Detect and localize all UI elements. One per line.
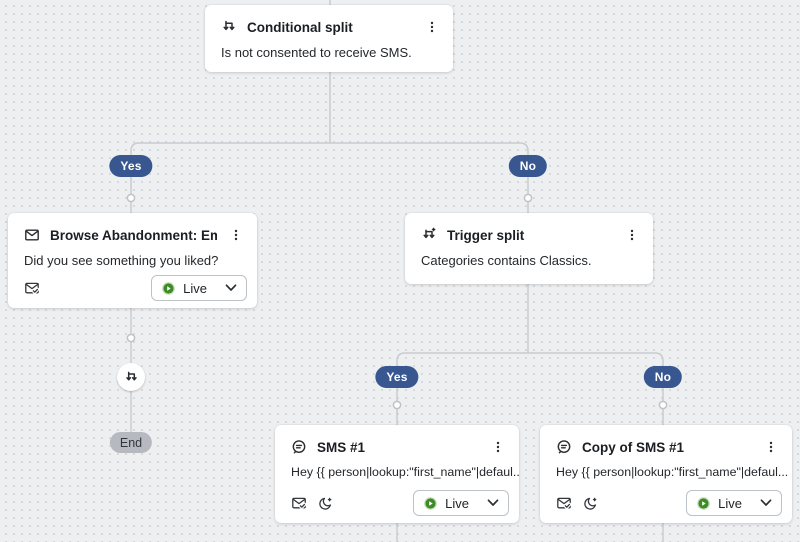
card-footer: Live xyxy=(556,490,782,516)
card-footer: Live xyxy=(24,275,247,301)
node-description: Hey {{ person|lookup:"first_name"|defaul… xyxy=(556,465,789,479)
email-check-icon xyxy=(292,497,307,509)
live-play-icon xyxy=(424,496,438,510)
trigger-split-icon xyxy=(423,227,436,239)
sms-icon xyxy=(557,440,571,454)
node-card-sms-copy[interactable]: Copy of SMS #1 Hey {{ person|lookup:"fir… xyxy=(540,425,792,523)
node-description: Categories contains Classics. xyxy=(421,253,592,268)
node-menu-button[interactable] xyxy=(227,226,245,244)
email-check-icon xyxy=(25,282,40,294)
branch-badge-yes: Yes xyxy=(109,155,153,177)
live-play-icon xyxy=(697,496,711,510)
card-header: Copy of SMS #1 xyxy=(540,425,792,456)
node-card-conditional-split[interactable]: Conditional split Is not consented to re… xyxy=(205,5,453,72)
node-title: Copy of SMS #1 xyxy=(582,439,685,455)
node-card-email[interactable]: Browse Abandonment: Email... Did you see… xyxy=(8,213,257,308)
status-label: Live xyxy=(445,495,469,511)
sms-icon xyxy=(292,440,306,454)
node-title: Trigger split xyxy=(447,227,525,243)
quiet-hours-moon-icon xyxy=(584,497,597,510)
email-icon xyxy=(25,229,39,241)
node-menu-button[interactable] xyxy=(762,438,780,456)
end-badge: End xyxy=(109,432,153,453)
status-dropdown[interactable]: Live xyxy=(151,275,247,301)
live-play-icon xyxy=(162,281,176,295)
card-footer: Live xyxy=(291,490,509,516)
status-label: Live xyxy=(718,495,742,511)
node-description: Hey {{ person|lookup:"first_name"|defaul… xyxy=(291,465,519,479)
status-label: Live xyxy=(183,280,207,296)
node-title: Conditional split xyxy=(247,19,353,35)
kebab-icon xyxy=(630,229,634,241)
card-header: Conditional split xyxy=(205,5,453,36)
email-check-icon xyxy=(557,497,572,509)
chevron-down-icon xyxy=(225,284,237,291)
card-header: SMS #1 xyxy=(275,425,519,456)
quiet-hours-moon-icon xyxy=(319,497,332,510)
node-menu-button[interactable] xyxy=(489,438,507,456)
branch-badge-no: No xyxy=(643,366,683,388)
status-dropdown[interactable]: Live xyxy=(413,490,509,516)
node-menu-button[interactable] xyxy=(623,226,641,244)
split-icon xyxy=(223,20,235,31)
node-menu-button[interactable] xyxy=(423,18,441,36)
branch-badge-no: No xyxy=(508,155,548,177)
kebab-icon xyxy=(430,21,434,33)
kebab-icon xyxy=(234,229,238,241)
status-dropdown[interactable]: Live xyxy=(686,490,782,516)
branch-badge-yes: Yes xyxy=(375,366,419,388)
node-title: Browse Abandonment: Email... xyxy=(50,227,217,243)
kebab-icon xyxy=(496,441,500,453)
chevron-down-icon xyxy=(487,499,499,506)
node-description: Is not consented to receive SMS. xyxy=(221,45,412,60)
path-split-circle-node[interactable] xyxy=(117,363,145,391)
card-header: Trigger split xyxy=(405,213,653,244)
chevron-down-icon xyxy=(760,499,772,506)
node-card-trigger-split[interactable]: Trigger split Categories contains Classi… xyxy=(405,213,653,284)
kebab-icon xyxy=(769,441,773,453)
node-title: SMS #1 xyxy=(317,439,366,455)
split-icon xyxy=(125,371,137,380)
node-description: Did you see something you liked? xyxy=(24,253,219,268)
node-card-sms-1[interactable]: SMS #1 Hey {{ person|lookup:"first_name"… xyxy=(275,425,519,523)
card-header: Browse Abandonment: Email... xyxy=(8,213,257,244)
